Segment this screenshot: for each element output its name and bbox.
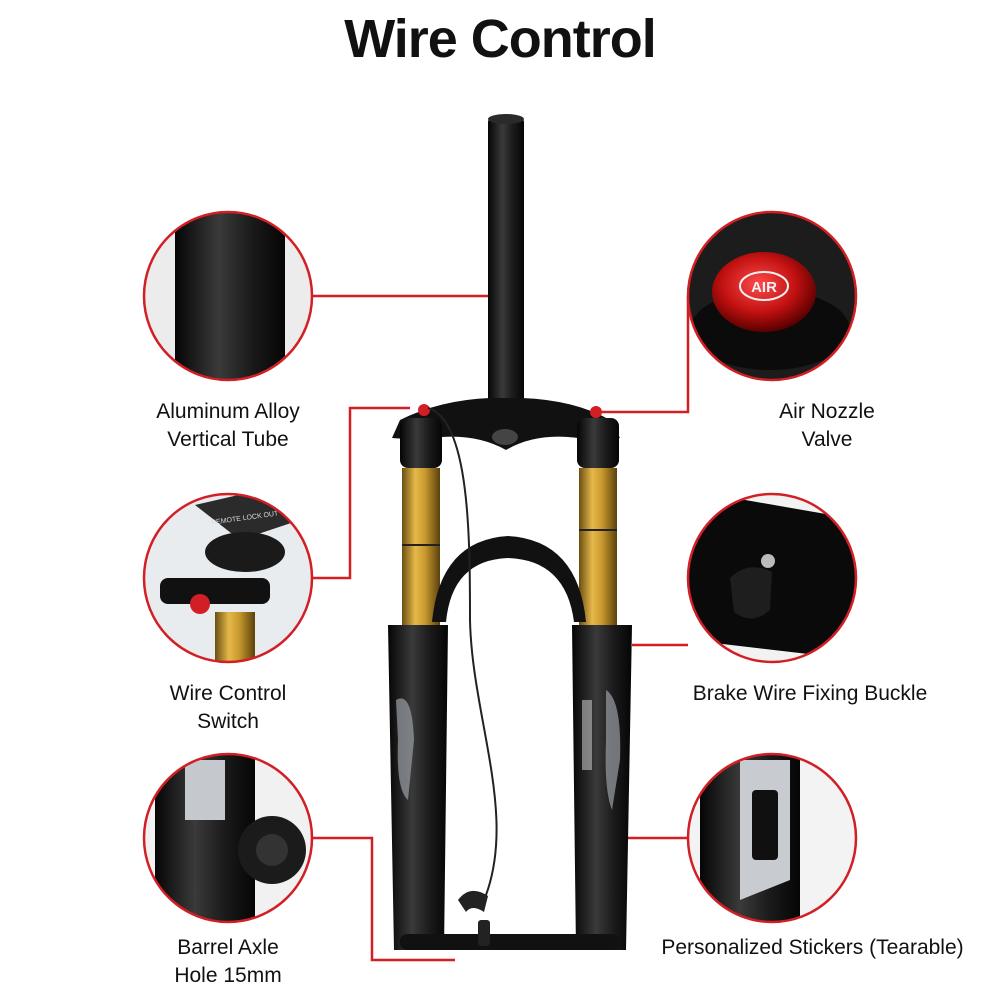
air-nozzle-detail: AIR xyxy=(688,212,856,380)
aluminum-tube-label: Aluminum Alloy Vertical Tube xyxy=(128,398,328,454)
wire-switch-label: Wire Control Switch xyxy=(128,680,328,736)
aluminum-tube-label-line1: Aluminum Alloy xyxy=(156,400,300,423)
barrel-axle-detail xyxy=(144,754,312,922)
air-nozzle-label-line1: Air Nozzle xyxy=(779,400,875,423)
wire-switch-detail: REMOTE LOCK OUT xyxy=(144,494,312,662)
air-nozzle-label: Air Nozzle Valve xyxy=(727,398,927,454)
air-cap-text: AIR xyxy=(751,279,777,296)
page-title: Wire Control xyxy=(344,9,657,69)
aluminum-tube-detail xyxy=(144,212,312,380)
fork-illustration xyxy=(388,114,632,950)
stickers-label: Personalized Stickers (Tearable) xyxy=(640,934,985,962)
stickers-detail xyxy=(688,754,856,922)
aluminum-tube-label-line2: Vertical Tube xyxy=(167,428,289,451)
callout-lines xyxy=(312,294,690,962)
barrel-axle-label: Barrel Axle Hole 15mm xyxy=(128,934,328,990)
air-nozzle-line xyxy=(596,296,690,414)
brake-buckle-label: Brake Wire Fixing Buckle xyxy=(670,680,950,708)
wire-switch-label-line1: Wire Control xyxy=(169,682,287,705)
barrel-axle-label-line1: Barrel Axle xyxy=(177,936,279,959)
wire-switch-label-line2: Switch xyxy=(197,710,259,733)
barrel-axle-line xyxy=(312,836,455,962)
brake-buckle-detail xyxy=(688,494,856,662)
barrel-axle-label-line2: Hole 15mm xyxy=(174,964,282,987)
air-nozzle-label-line2: Valve xyxy=(801,428,853,451)
wire-switch-line xyxy=(312,406,410,580)
stickers-label-line1: Personalized Stickers (Tearable) xyxy=(661,936,964,959)
brake-buckle-label-line1: Brake Wire Fixing Buckle xyxy=(692,682,928,705)
